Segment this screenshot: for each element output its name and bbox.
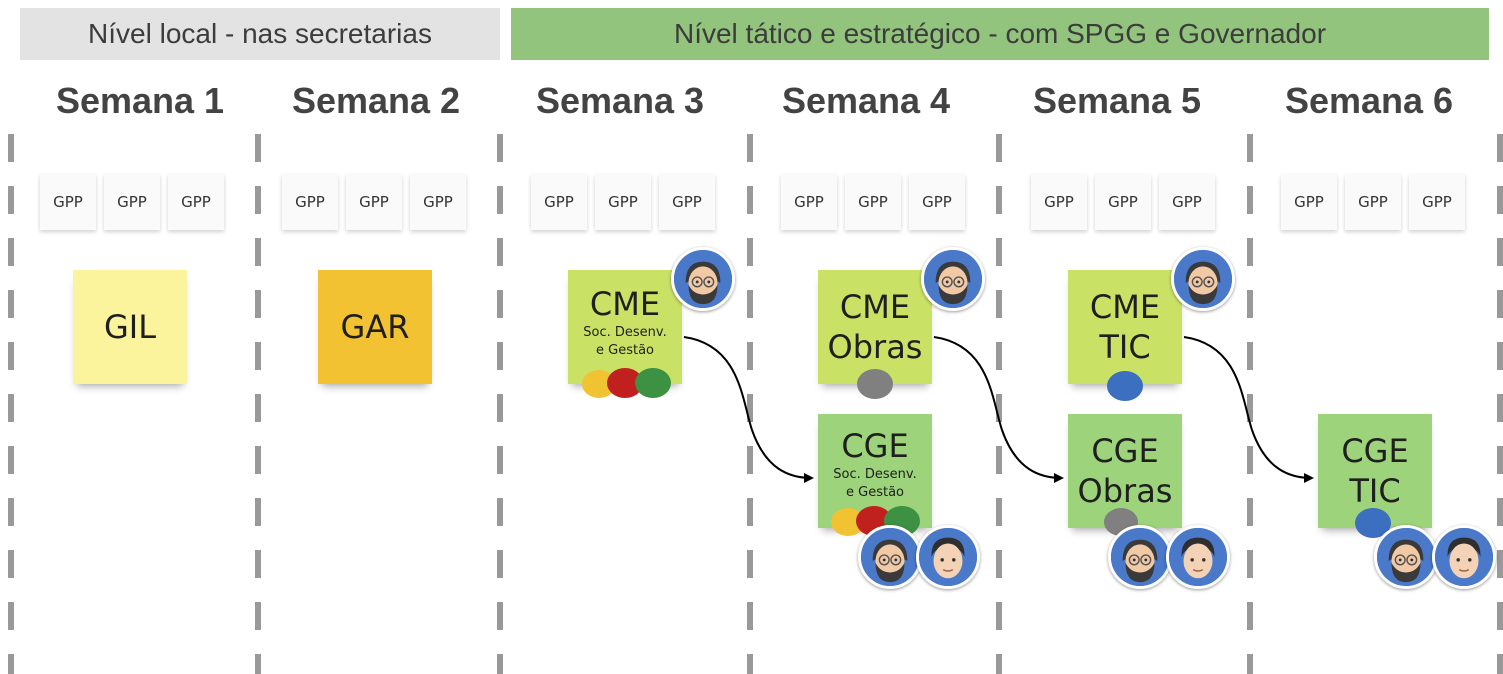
gpp-card: GPP xyxy=(845,174,901,230)
column-divider xyxy=(255,134,261,674)
note-gil: GIL xyxy=(73,270,187,384)
note-title: CGE xyxy=(1091,432,1159,470)
gpp-card: GPP xyxy=(168,174,224,230)
column-divider xyxy=(747,134,753,674)
gpp-card: GPP xyxy=(531,174,587,230)
status-dot-gray xyxy=(857,369,893,399)
gpp-card: GPP xyxy=(659,174,715,230)
column-divider xyxy=(1497,134,1503,674)
avatar-man-icon xyxy=(1166,525,1230,589)
gpp-card: GPP xyxy=(104,174,160,230)
banner-tactical-level: Nível tático e estratégico - com SPGG e … xyxy=(511,8,1489,60)
arrow-icon xyxy=(683,336,814,483)
note-title: CME xyxy=(839,288,911,326)
gpp-card: GPP xyxy=(1031,174,1087,230)
note-title: CGE xyxy=(1341,432,1409,470)
gpp-card: GPP xyxy=(1281,174,1337,230)
gpp-card: GPP xyxy=(1345,174,1401,230)
banner-local-level: Nível local - nas secretarias xyxy=(20,8,500,60)
gpp-card: GPP xyxy=(346,174,402,230)
gpp-card: GPP xyxy=(1409,174,1465,230)
note-subtitle: TIC xyxy=(1349,472,1401,510)
note-title: CME xyxy=(1089,288,1161,326)
week-title-5: Semana 5 xyxy=(1032,80,1202,121)
avatar-bearded-icon xyxy=(921,247,985,311)
avatar-bearded-icon xyxy=(1374,525,1438,589)
gpp-card: GPP xyxy=(1095,174,1151,230)
note-cme-soc-desenv: CME Soc. Desenv. e Gestão xyxy=(568,270,682,384)
note-subtitle: Obras xyxy=(827,328,923,366)
note-gar: GAR xyxy=(318,270,432,384)
week-title-4: Semana 4 xyxy=(781,80,951,121)
avatar-bearded-icon xyxy=(858,525,922,589)
column-divider xyxy=(996,134,1002,674)
note-title: CGE xyxy=(841,427,909,465)
week-title-1: Semana 1 xyxy=(55,80,225,121)
note-cme-tic: CME TIC xyxy=(1068,270,1182,384)
status-dot-blue xyxy=(1107,371,1143,401)
note-gil-label: GIL xyxy=(103,308,157,346)
avatar-bearded-icon xyxy=(671,247,735,311)
note-cme-obras: CME Obras xyxy=(818,270,932,384)
avatar-man-icon xyxy=(1432,525,1496,589)
avatar-man-icon xyxy=(916,525,980,589)
note-line: e Gestão xyxy=(846,485,904,500)
gpp-card: GPP xyxy=(40,174,96,230)
note-title: CME xyxy=(589,285,661,323)
week-title-2: Semana 2 xyxy=(291,80,461,121)
week-title-3: Semana 3 xyxy=(535,80,705,121)
status-dot-green xyxy=(635,368,671,398)
avatar-bearded-icon xyxy=(1108,525,1172,589)
gpp-card: GPP xyxy=(1159,174,1215,230)
note-cge-soc-desenv: CGE Soc. Desenv. e Gestão xyxy=(818,414,932,528)
note-cge-tic: CGE TIC xyxy=(1318,414,1432,528)
column-divider xyxy=(8,134,14,674)
column-divider xyxy=(1247,134,1253,674)
gpp-card: GPP xyxy=(282,174,338,230)
avatar-bearded-icon xyxy=(1171,247,1235,311)
arrow-icon xyxy=(1183,336,1314,483)
gpp-card: GPP xyxy=(909,174,965,230)
column-divider xyxy=(497,134,503,674)
note-line: Soc. Desenv. xyxy=(833,467,917,482)
note-line: Soc. Desenv. xyxy=(583,325,667,340)
week-title-6: Semana 6 xyxy=(1284,80,1454,121)
gpp-card: GPP xyxy=(781,174,837,230)
note-line: e Gestão xyxy=(596,343,654,358)
note-subtitle: TIC xyxy=(1099,328,1151,366)
note-gar-label: GAR xyxy=(340,308,410,346)
gpp-card: GPP xyxy=(410,174,466,230)
gpp-card: GPP xyxy=(595,174,651,230)
arrow-icon xyxy=(933,336,1064,483)
note-subtitle: Obras xyxy=(1077,472,1173,510)
